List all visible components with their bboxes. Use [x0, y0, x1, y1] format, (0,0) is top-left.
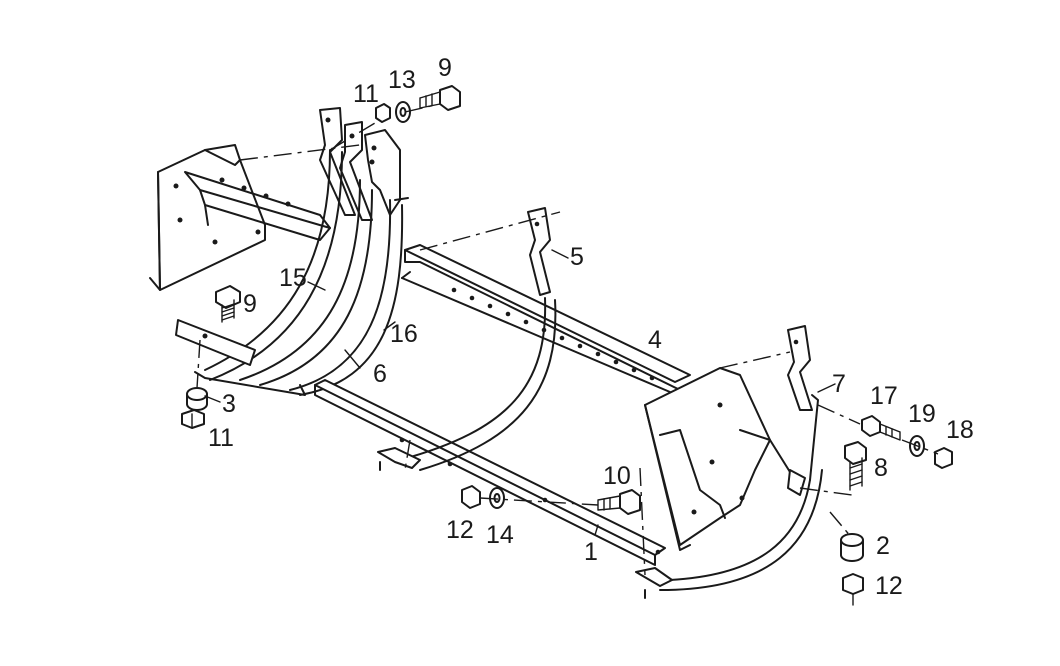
spacer-right [840, 533, 864, 562]
callout-16: 16 [390, 320, 418, 348]
callout-17: 17 [870, 382, 898, 410]
callout-9-left: 9 [243, 290, 257, 318]
right-bracket-7 [787, 325, 819, 481]
callout-7: 7 [832, 370, 846, 398]
callout-12-right: 12 [875, 572, 903, 600]
bolt-left [215, 285, 241, 323]
callout-14: 14 [486, 521, 514, 549]
left-frame-plate [149, 144, 331, 291]
callout-19: 19 [908, 400, 936, 428]
center-strap [377, 297, 557, 471]
left-clamp-plate [175, 319, 256, 366]
cross-rail [401, 244, 691, 393]
callout-1: 1 [584, 538, 598, 566]
callout-4: 4 [648, 326, 662, 354]
callout-2: 2 [876, 532, 890, 560]
callout-3: 3 [222, 390, 236, 418]
callout-12-mid: 12 [446, 516, 474, 544]
top-hardware [375, 85, 461, 123]
callout-8: 8 [874, 454, 888, 482]
leader-lines [204, 249, 836, 536]
callout-6: 6 [373, 360, 387, 388]
bolt-8 [844, 441, 867, 491]
callout-11-left: 11 [208, 424, 234, 452]
lower-bar [314, 379, 666, 566]
nut-left [181, 409, 205, 429]
callout-18: 18 [946, 416, 974, 444]
centerlines [196, 104, 939, 576]
bracket-5 [527, 207, 551, 296]
callout-13: 13 [388, 66, 416, 94]
nut-right [842, 573, 864, 606]
callout-numbers: 9 11 13 5 15 9 16 6 3 11 4 7 17 19 18 8 … [208, 54, 974, 600]
spacer-left [186, 387, 208, 411]
callout-5: 5 [570, 243, 584, 271]
right-housing [644, 367, 796, 551]
callout-9-top: 9 [438, 54, 452, 82]
middle-hardware [461, 485, 641, 515]
callout-10: 10 [603, 462, 631, 490]
callout-15: 15 [279, 264, 307, 292]
callout-11-top: 11 [353, 80, 379, 108]
